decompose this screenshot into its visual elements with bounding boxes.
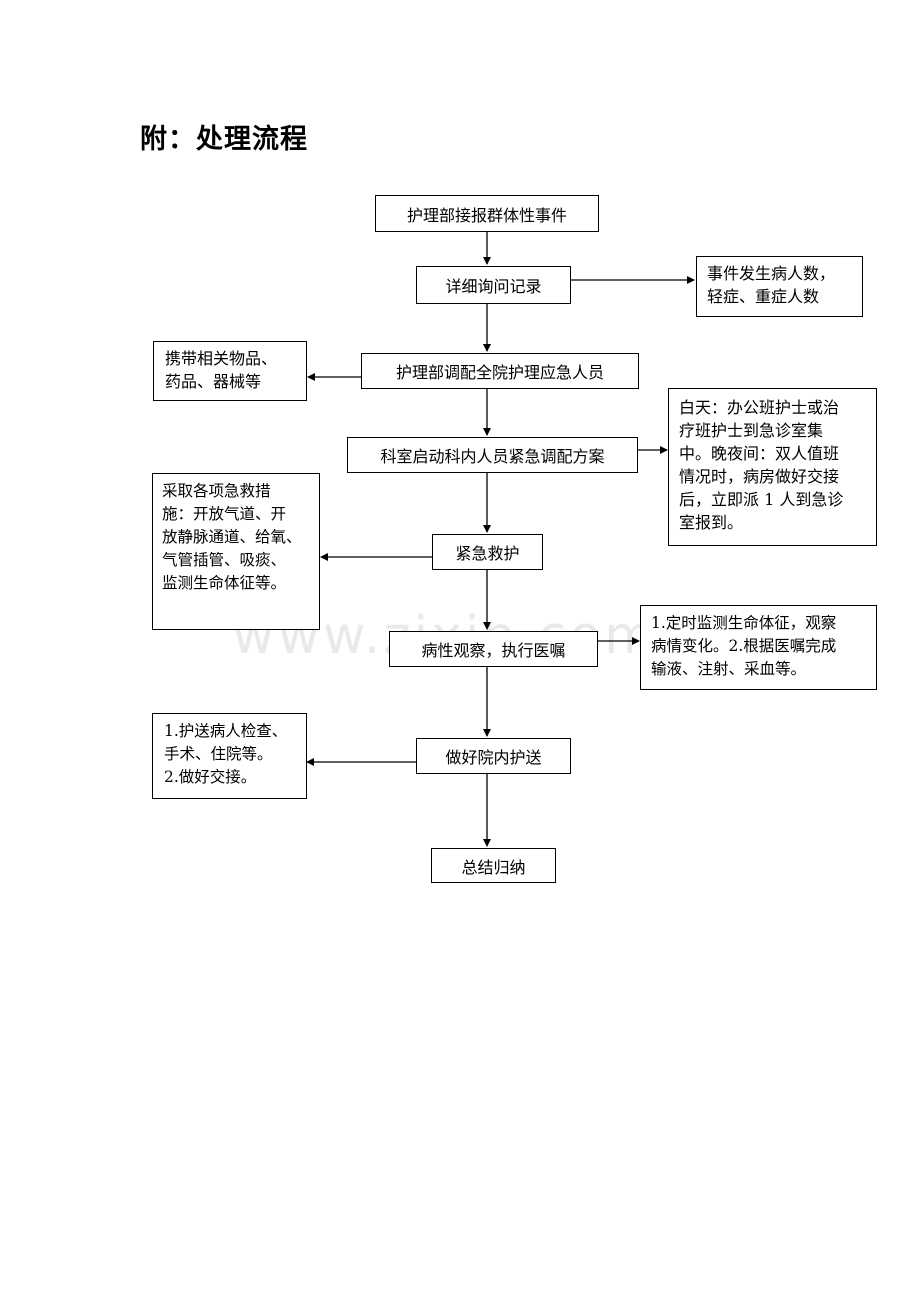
note-line: 轻症、重症人数 — [707, 287, 820, 306]
flow-step-dispatch-staff: 护理部调配全院护理应急人员 — [361, 353, 639, 389]
flow-step-escort: 做好院内护送 — [416, 738, 571, 774]
note-line: 放静脉通道、给氧、 — [162, 528, 302, 546]
flow-step-observation: 病性观察，执行医嘱 — [389, 631, 598, 667]
note-line: 白天：办公班护士或治 — [679, 398, 840, 417]
note-line: 药品、器械等 — [165, 372, 262, 391]
note-rescue-measures: 采取各项急救措 施：开放气道、开 放静脉通道、给氧、 气管插管、吸痰、 监测生命… — [152, 473, 320, 630]
note-observation-tasks: 1.定时监测生命体征，观察 病情变化。2.根据医嘱完成 输液、注射、采血等。 — [640, 605, 877, 690]
note-line: 携带相关物品、 — [165, 349, 278, 368]
note-line: 后，立即派 1 人到急诊 — [679, 490, 844, 509]
note-patient-counts: 事件发生病人数， 轻症、重症人数 — [696, 256, 863, 317]
note-staffing: 白天：办公班护士或治 疗班护士到急诊室集 中。晚夜间：双人值班 情况时，病房做好… — [668, 388, 877, 546]
note-line: 病情变化。2.根据医嘱完成 — [651, 637, 837, 655]
flow-step-emergency-care: 紧急救护 — [432, 534, 543, 570]
note-line: 室报到。 — [679, 513, 744, 532]
page-title: 附：处理流程 — [140, 124, 308, 155]
note-line: 输液、注射、采血等。 — [651, 660, 807, 678]
flow-step-dept-plan: 科室启动科内人员紧急调配方案 — [347, 437, 638, 473]
note-line: 施：开放气道、开 — [162, 505, 287, 523]
note-line: 采取各项急救措 — [162, 482, 271, 500]
note-escort-tasks: 1.护送病人检查、 手术、住院等。 2.做好交接。 — [152, 713, 307, 799]
note-line: 气管插管、吸痰、 — [162, 551, 287, 569]
note-line: 1.定时监测生命体征，观察 — [651, 614, 837, 632]
note-line: 2.做好交接。 — [164, 768, 257, 786]
note-line: 事件发生病人数， — [707, 264, 836, 283]
flow-step-summary: 总结归纳 — [431, 848, 556, 883]
flow-step-receive-report: 护理部接报群体性事件 — [375, 195, 599, 232]
note-line: 监测生命体征等。 — [162, 574, 287, 592]
note-line: 1.护送病人检查、 — [164, 722, 288, 740]
flow-step-record-details: 详细询问记录 — [416, 266, 571, 304]
note-supplies: 携带相关物品、 药品、器械等 — [153, 341, 307, 401]
note-line: 疗班护士到急诊室集 — [679, 421, 824, 440]
note-line: 情况时，病房做好交接 — [679, 467, 840, 486]
note-line: 中。晚夜间：双人值班 — [679, 444, 840, 463]
note-line: 手术、住院等。 — [164, 745, 273, 763]
